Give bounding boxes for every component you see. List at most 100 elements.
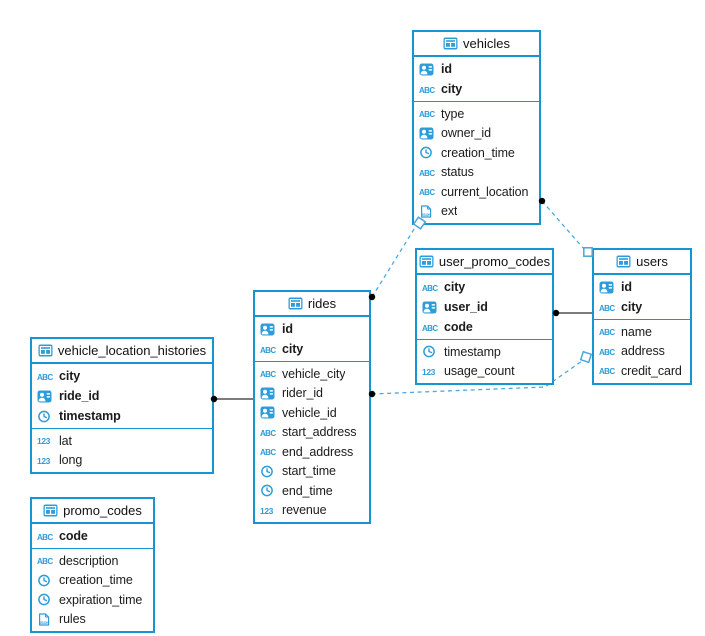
column-row[interactable]: 123 long xyxy=(32,451,212,471)
column-row[interactable]: timestamp xyxy=(417,342,552,362)
column-label: revenue xyxy=(282,503,327,518)
primary-key-column-row[interactable]: id xyxy=(594,277,690,297)
column-label: rules xyxy=(59,612,86,627)
svg-text:ABC: ABC xyxy=(422,324,438,333)
column-row[interactable]: owner_id xyxy=(414,124,539,144)
abc-text-icon: ABC xyxy=(37,370,55,383)
primary-key-column-row[interactable]: ride_id xyxy=(32,386,212,406)
svg-text:ABC: ABC xyxy=(260,370,276,379)
column-label: long xyxy=(59,453,83,468)
primary-key-column-row[interactable]: user_id xyxy=(417,297,552,317)
column-label: user_id xyxy=(444,300,488,314)
primary-key-column-row[interactable]: ABC city xyxy=(32,366,212,386)
primary-key-column-row[interactable]: timestamp xyxy=(32,406,212,426)
svg-text:ABC: ABC xyxy=(419,188,435,197)
column-label: expiration_time xyxy=(59,592,143,607)
column-row[interactable]: end_time xyxy=(255,481,369,501)
column-label: owner_id xyxy=(441,126,491,141)
column-label: city xyxy=(621,300,643,314)
column-row[interactable]: ABC current_location xyxy=(414,182,539,202)
column-label: city xyxy=(441,82,463,96)
table-name: vehicles xyxy=(463,36,510,51)
column-row[interactable]: expiration_time xyxy=(32,590,153,610)
svg-text:ABC: ABC xyxy=(419,169,435,178)
column-row[interactable]: ABC end_address xyxy=(255,442,369,462)
table-header[interactable]: rides xyxy=(255,292,369,317)
relationship-line-rides-to-vehicles[interactable] xyxy=(371,225,417,298)
relationship-line-vehicles-to-users[interactable] xyxy=(541,200,585,250)
abc-text-icon: ABC xyxy=(260,445,278,458)
column-label: id xyxy=(621,280,632,294)
column-label: id xyxy=(282,322,293,336)
id-card-icon xyxy=(419,63,437,76)
numeric-123-icon: 123 xyxy=(260,504,278,517)
table-name: user_promo_codes xyxy=(438,254,551,269)
table-header[interactable]: vehicles xyxy=(414,32,539,57)
table-name: promo_codes xyxy=(63,503,142,518)
table-header[interactable]: users xyxy=(594,250,690,275)
id-card-icon xyxy=(422,301,440,314)
clock-icon xyxy=(37,410,55,423)
column-label: timestamp xyxy=(59,409,121,423)
abc-text-icon: ABC xyxy=(260,343,278,356)
column-row[interactable]: start_time xyxy=(255,462,369,482)
svg-text:123: 123 xyxy=(37,456,51,466)
primary-key-column-row[interactable]: id xyxy=(414,59,539,79)
column-label: city xyxy=(59,369,81,383)
column-label: start_address xyxy=(282,425,357,440)
column-label: description xyxy=(59,553,119,568)
column-label: end_address xyxy=(282,444,354,459)
table-icon xyxy=(43,504,58,517)
primary-key-column-row[interactable]: id xyxy=(255,319,369,339)
table-icon xyxy=(443,37,458,50)
column-label: name xyxy=(621,324,652,339)
column-row[interactable]: creation_time xyxy=(32,571,153,591)
column-row[interactable]: vehicle_id xyxy=(255,403,369,423)
table-header[interactable]: promo_codes xyxy=(32,499,153,524)
table-icon xyxy=(38,344,53,357)
table-header[interactable]: user_promo_codes xyxy=(417,250,552,275)
column-row[interactable]: creation_time xyxy=(414,143,539,163)
column-label: timestamp xyxy=(444,344,501,359)
column-row[interactable]: 123 revenue xyxy=(255,501,369,521)
column-row[interactable]: rider_id xyxy=(255,384,369,404)
column-label: current_location xyxy=(441,184,529,199)
id-card-icon xyxy=(37,390,55,403)
id-card-icon xyxy=(419,127,437,140)
table-header[interactable]: vehicle_location_histories xyxy=(32,339,212,364)
column-label: ride_id xyxy=(59,389,100,403)
relationship-endpoint-square xyxy=(583,247,593,257)
column-label: end_time xyxy=(282,483,333,498)
svg-text:ABC: ABC xyxy=(37,373,53,382)
svg-text:123: 123 xyxy=(422,367,436,377)
